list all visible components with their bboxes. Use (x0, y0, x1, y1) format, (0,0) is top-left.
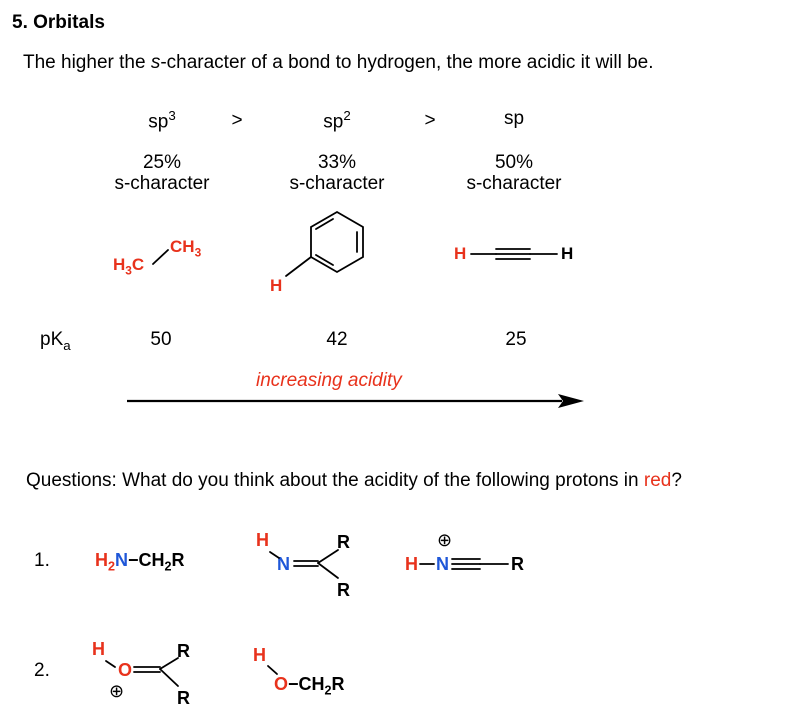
ethane-cc-bond (152, 249, 169, 265)
alcohol-ch: CH (298, 674, 325, 694)
pka-value-sp2: 42 (326, 329, 348, 350)
hybrid-sp: sp (503, 108, 525, 129)
percent-sp2: 33% (317, 152, 357, 173)
oxonium-c-r-top-bond (159, 657, 179, 670)
question-1-number: 1. (34, 550, 50, 571)
increasing-acidity-label: increasing acidity (256, 370, 402, 391)
prompt-question-mark: ? (671, 470, 682, 491)
question-2-number: 2. (34, 660, 50, 681)
prompt-part-1: Questions: What do you think about the a… (26, 470, 644, 491)
amine-formula: H2N−CH2R (95, 550, 185, 574)
amine-h-subscript: 2 (108, 559, 116, 574)
alcohol-bond: − (288, 674, 299, 694)
imine-hydrogen: H (256, 530, 269, 550)
amine-bond: − (128, 550, 139, 570)
acidity-arrow-head (558, 394, 584, 408)
alcohol-oh-bond (267, 665, 278, 675)
alcohol-r: R (331, 674, 345, 694)
intro-sentence: The higher the s-character of a bond to … (23, 52, 654, 74)
prompt-red-word: red (643, 470, 672, 491)
pka-label: pKa (40, 329, 71, 353)
imine-r-bottom: R (337, 580, 350, 600)
pka-label-sub: a (63, 337, 71, 353)
oxonium-c-r-bottom-bond (159, 668, 179, 687)
h3c-h: H (113, 255, 126, 274)
hybrid-sp2-base: sp (323, 111, 344, 133)
s-character-sp3: s-character (114, 173, 210, 194)
h3c-group: H3C (113, 255, 144, 277)
intro-part-1: The higher the (23, 52, 151, 73)
amine-ch: CH (138, 550, 165, 570)
oxonium-oxygen: O (118, 660, 133, 680)
benzene-ring (310, 210, 364, 274)
alcohol-ch-subscript: 2 (324, 683, 332, 698)
amine-ch-subscript: 2 (164, 559, 172, 574)
imine-r-top: R (337, 532, 350, 552)
acetylene-left-hydrogen: H (454, 244, 467, 263)
hybrid-sp3-sup: 3 (168, 108, 176, 123)
benzene-inner-bond-3 (315, 254, 334, 266)
alcohol-oxygen: O (274, 674, 289, 694)
ch3-ch: CH (170, 237, 195, 256)
nitrilium-charge: ⊕ (437, 530, 453, 550)
benzene-ch-bond (285, 256, 312, 277)
amine-r: R (171, 550, 185, 570)
pka-label-base: pK (40, 329, 64, 350)
s-character-sp2: s-character (289, 173, 385, 194)
percent-sp: 50% (494, 152, 534, 173)
imine-nh-bond (269, 551, 280, 559)
oxonium-r-bottom: R (177, 688, 190, 708)
h3c-subscript: 3 (125, 263, 132, 278)
s-character-sp: s-character (466, 173, 562, 194)
greater-than-2: > (424, 110, 436, 131)
pka-value-sp: 25 (505, 329, 527, 350)
imine-c-r-bottom-bond (317, 562, 339, 579)
ch3-subscript: 3 (194, 245, 202, 260)
acetylene-right-hydrogen: H (561, 244, 574, 263)
imine-nitrogen: N (277, 554, 290, 574)
oxonium-r-top: R (177, 641, 190, 661)
ch3-group: CH3 (170, 237, 201, 259)
nitrilium-r: R (511, 554, 524, 574)
oxonium-charge: ⊕ (109, 681, 125, 701)
hybrid-sp2-sup: 2 (343, 108, 351, 123)
amine-n: N (115, 550, 129, 570)
alcohol-formula: O−CH2R (274, 674, 345, 698)
nitrilium-hydrogen: H (405, 554, 418, 574)
imine-c-r-top-bond (317, 549, 339, 564)
intro-emphasis: s (150, 52, 161, 73)
greater-than-1: > (231, 110, 243, 131)
hybrid-sp3: sp3 (148, 108, 175, 133)
questions-prompt: Questions: What do you think about the a… (26, 470, 682, 492)
benzene-hydrogen: H (270, 276, 283, 295)
h3c-c: C (131, 255, 145, 274)
oxonium-oh-bond (105, 660, 116, 668)
intro-part-2: -character of a bond to hydrogen, the mo… (160, 52, 654, 73)
amine-h: H (95, 550, 108, 570)
hybrid-sp3-base: sp (148, 111, 169, 133)
section-title: 5. Orbitals (12, 12, 105, 33)
percent-sp3: 25% (142, 152, 182, 173)
benzene-inner-bond-1 (315, 218, 334, 230)
alcohol-hydrogen: H (253, 645, 266, 665)
oxonium-hydrogen: H (92, 639, 105, 659)
pka-value-sp3: 50 (150, 329, 172, 350)
nitrilium-nitrogen: N (436, 554, 449, 574)
hybrid-sp2: sp2 (323, 108, 350, 133)
